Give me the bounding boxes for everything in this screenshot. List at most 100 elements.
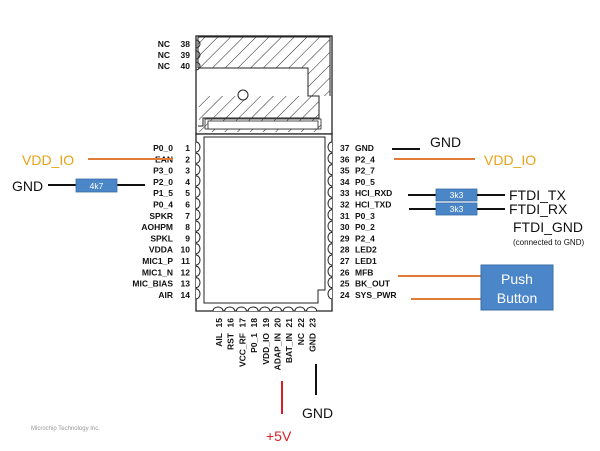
push-button-label-1: Push: [501, 271, 533, 287]
pin-number: 20: [273, 318, 283, 328]
pin-number: 39: [181, 50, 191, 60]
pin-name: MIC_BIAS: [132, 279, 173, 289]
resistor-4k7: [75, 178, 118, 193]
castellation: [195, 254, 201, 266]
castellation: [195, 39, 201, 73]
castellation: [327, 220, 333, 232]
castellation: [212, 306, 224, 312]
castellation: [306, 306, 318, 312]
ean-vdd-label: VDD_IO: [22, 152, 74, 168]
ftdi-tx-label: FTDI_TX: [509, 187, 566, 203]
pin-name: MFB: [355, 267, 373, 277]
castellation: [259, 306, 271, 312]
pin-name: P1_5: [153, 188, 173, 198]
pin-number: 10: [181, 245, 191, 255]
pin-number: 6: [185, 200, 190, 210]
pin-number: 27: [340, 256, 350, 266]
pin-number: 28: [340, 245, 350, 255]
pin-name: AOHPM: [141, 222, 173, 232]
resistor-4k7-label: 4k7: [90, 181, 104, 191]
pin-number: 35: [340, 166, 350, 176]
credit-text: Microchip Technology Inc.: [31, 426, 100, 432]
pin-number: 29: [340, 233, 350, 243]
castellation: [327, 243, 333, 255]
pin-number: 22: [296, 318, 306, 328]
pin-number: 24: [340, 290, 350, 300]
mounting-hole: [237, 89, 249, 101]
pin-number: 1: [185, 143, 190, 153]
gnd37-label: GND: [430, 134, 461, 150]
ftdi-gnd-label: FTDI_GND: [513, 219, 583, 235]
pin-name: P2_0: [153, 177, 173, 187]
pin-number: 32: [340, 200, 350, 210]
pin-number: 12: [181, 267, 191, 277]
castellation: [327, 175, 333, 187]
pin-name: MIC1_N: [142, 267, 173, 277]
pin-name: BAT_IN: [284, 333, 294, 363]
gnd23-label: GND: [302, 405, 333, 421]
pin-name: GND: [355, 143, 374, 153]
pin-name: GND: [308, 333, 318, 352]
ftdi-gnd-note: (connected to GND): [513, 238, 584, 247]
castellation: [327, 209, 333, 221]
pin-name: SPKR: [149, 211, 173, 221]
pin-name: ADAP_IN: [273, 333, 283, 370]
resistor-txd-label: 3k3: [450, 204, 464, 214]
pin-number: 36: [340, 154, 350, 164]
castellation: [327, 288, 333, 300]
ftdi-rx-label: FTDI_RX: [509, 201, 568, 217]
castellation: [327, 198, 333, 209]
p2-4-vdd-label: VDD_IO: [484, 152, 536, 168]
pin-number: 25: [340, 279, 350, 289]
resistor-rxd-label: 3k3: [450, 190, 464, 200]
pin-number: 17: [237, 318, 247, 328]
castellation: [327, 254, 333, 266]
castellation: [327, 265, 333, 277]
pin-name: VDDA: [149, 245, 173, 255]
castellation: [195, 220, 201, 232]
pin-number: 11: [181, 256, 190, 266]
castellation: [235, 306, 247, 312]
p2-0-gnd-label: GND: [12, 178, 43, 194]
pin-number: 19: [261, 318, 271, 328]
castellation: [195, 175, 201, 187]
pin-name: NC: [158, 50, 170, 60]
pin-number: 23: [308, 318, 318, 328]
pin-name: BK_OUT: [355, 279, 391, 289]
pin-name: RST: [226, 332, 236, 350]
push-button-label-2: Button: [497, 290, 537, 306]
castellation: [327, 152, 333, 164]
pin-name: HCI_TXD: [355, 200, 391, 210]
pin-number: 26: [340, 267, 350, 277]
pin-number: 7: [185, 211, 190, 221]
pin-number: 4: [185, 177, 190, 187]
pin-number: 21: [284, 318, 294, 328]
castellation: [195, 198, 201, 209]
castellation: [195, 164, 201, 176]
pin-number: 2: [185, 154, 190, 164]
castellation: [195, 277, 201, 289]
pin-number: 37: [340, 143, 350, 153]
left-pin-labels: P0_01EAN2P3_03P2_04P1_55P0_46SPKR7AOHPM8…: [132, 143, 190, 300]
module-body: [195, 35, 333, 312]
pin-number: 16: [226, 318, 236, 328]
pin-number: 18: [249, 318, 259, 328]
castellation: [195, 209, 201, 221]
pin-number: 15: [214, 318, 224, 328]
pin-name: P0_4: [153, 200, 173, 210]
pin-name: NC: [296, 333, 306, 345]
pin-number: 13: [181, 279, 191, 289]
castellation: [195, 141, 201, 153]
pin-name: P3_0: [153, 166, 173, 176]
pin-name: AIL: [214, 333, 224, 347]
pin-name: P2_4: [355, 233, 375, 243]
castellation: [224, 306, 236, 312]
pin-name: SYS_PWR: [355, 290, 397, 300]
castellation: [195, 265, 201, 277]
bottom-castellations: [212, 306, 318, 312]
pin-number: 30: [340, 222, 350, 232]
pin-name: P0_2: [355, 222, 375, 232]
pin-number: 14: [181, 290, 191, 300]
right-castellations: [327, 141, 333, 300]
